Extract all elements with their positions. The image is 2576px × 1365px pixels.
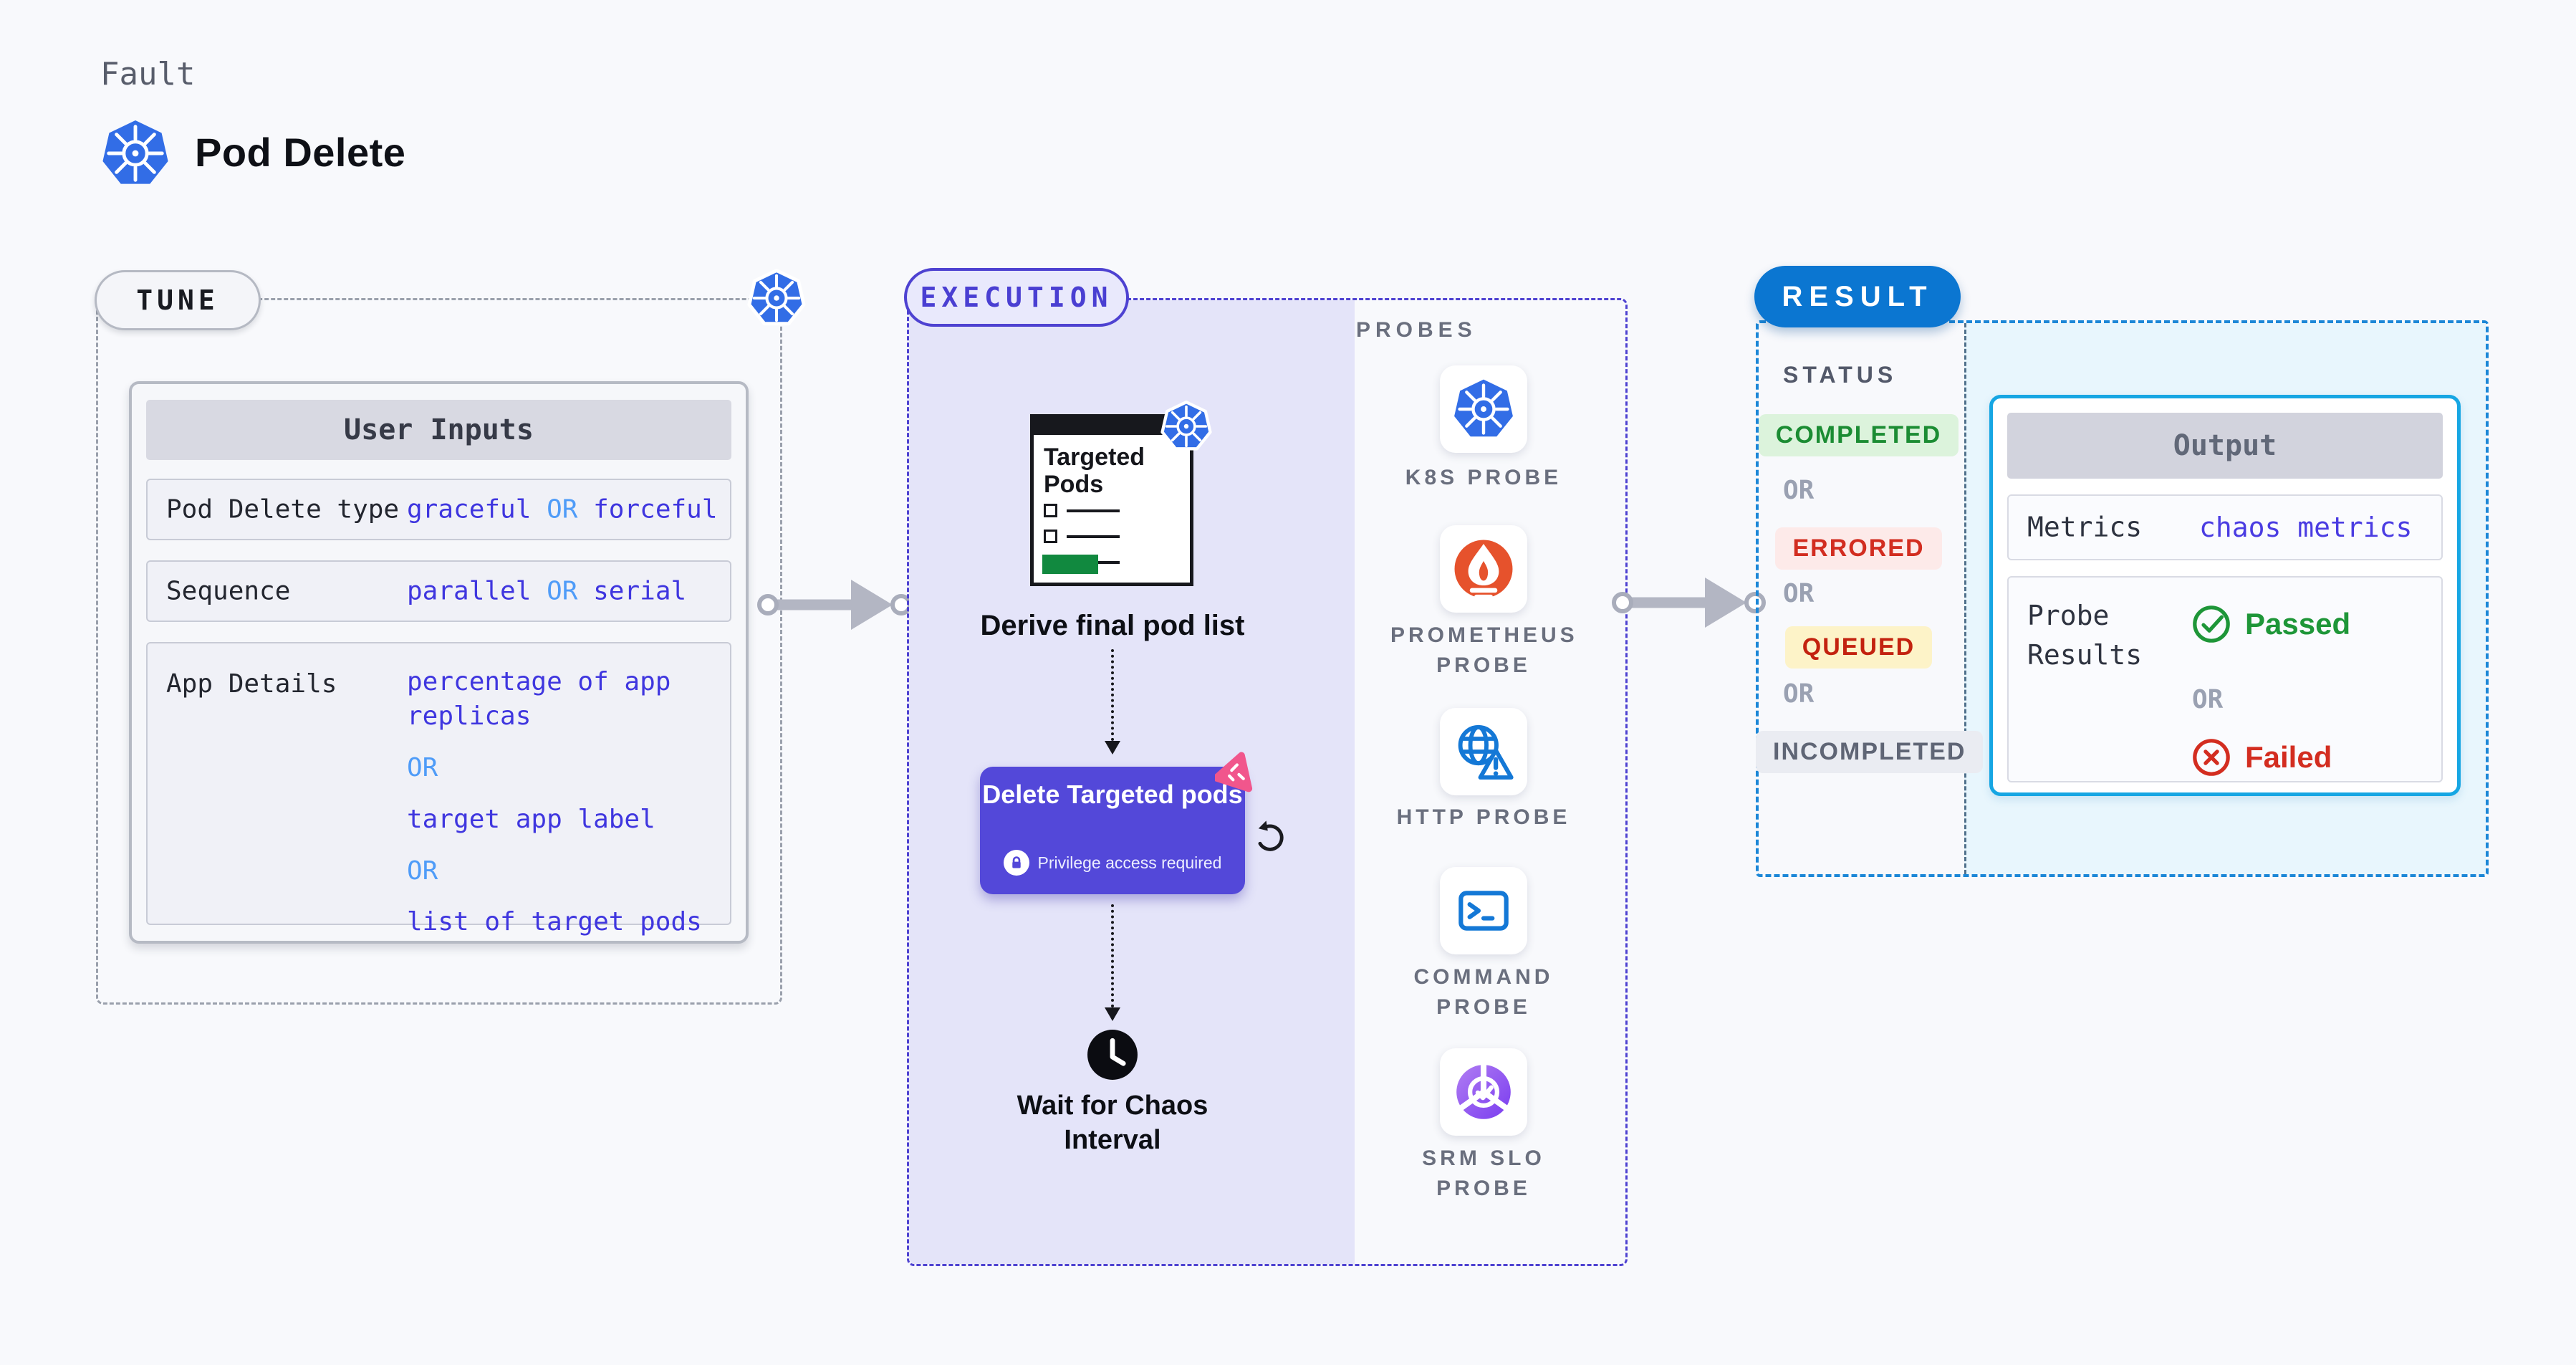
output-probe-results-row: Probe Results Passed OR Failed	[2007, 576, 2443, 782]
terminal-icon	[1458, 891, 1509, 931]
tune-to-execution-arrow	[757, 580, 912, 630]
or-separator: OR	[1783, 679, 1815, 709]
tune-section-box	[96, 298, 782, 1005]
row-label: App Details	[166, 669, 337, 699]
value-option: serial	[593, 576, 687, 606]
targeted-pods-title: Targeted Pods	[1044, 444, 1145, 499]
green-progress-bar	[1042, 555, 1098, 574]
status-badge-completed: COMPLETED	[1758, 414, 1959, 456]
or-separator: OR	[1783, 476, 1815, 505]
probes-column-title: PROBES	[1356, 318, 1477, 342]
metrics-label: Metrics	[2027, 511, 2143, 543]
chaos-icon	[1215, 752, 1253, 792]
probe-card-command	[1440, 867, 1527, 954]
result-section-badge: RESULT	[1754, 266, 1961, 327]
row-label: Sequence	[166, 576, 291, 606]
value-option: parallel	[407, 576, 532, 606]
flow-connector	[1111, 904, 1114, 1007]
execution-section-badge: EXECUTION	[904, 268, 1129, 327]
clock-icon	[1087, 1030, 1138, 1080]
probe-label: HTTP PROBE	[1396, 805, 1571, 829]
wait-for-chaos-interval-label: Wait for Chaos Interval	[1017, 1091, 1208, 1155]
flow-connector	[1111, 649, 1114, 741]
output-header: Output	[2007, 413, 2443, 479]
or-separator: OR	[407, 856, 438, 886]
probe-label: PROMETHEUS PROBE	[1390, 623, 1578, 677]
status-badge-row: INCOMPLETED	[1756, 731, 1984, 773]
row-value: parallel OR serial	[407, 577, 723, 606]
x-circle-icon	[2193, 739, 2230, 776]
probe-label: COMMAND PROBE	[1413, 965, 1554, 1019]
status-column-title: STATUS	[1783, 362, 1898, 388]
table-row: Pod Delete type graceful OR forceful	[146, 479, 731, 540]
or-separator: OR	[547, 494, 578, 525]
probe-label: K8S PROBE	[1405, 466, 1562, 489]
privilege-note-text: Privilege access required	[1037, 853, 1222, 872]
probe-card-prometheus	[1440, 525, 1527, 613]
probe-card-srm-slo	[1440, 1048, 1527, 1136]
or-separator: OR	[547, 576, 578, 606]
lock-icon	[1003, 850, 1029, 876]
probe-results-label: Probe Results	[2027, 600, 2143, 671]
probe-card-http	[1440, 708, 1527, 795]
globe-warning-icon	[1458, 724, 1514, 780]
result-badge-label: RESULT	[1782, 280, 1933, 312]
status-badge-row: COMPLETED	[1756, 414, 1961, 456]
execution-badge-label: EXECUTION	[920, 282, 1113, 313]
status-badge-incompleted: INCOMPLETED	[1756, 731, 1984, 773]
privilege-note: Privilege access required	[980, 850, 1245, 876]
table-row: Sequence parallel OR serial	[146, 560, 731, 622]
arrow-down-head	[1105, 741, 1120, 755]
user-inputs-header: User Inputs	[146, 400, 731, 460]
or-separator: OR	[407, 752, 438, 782]
value-option: graceful	[407, 494, 532, 525]
row-label: Pod Delete type	[166, 494, 400, 525]
fault-eyebrow: Fault	[100, 56, 196, 92]
or-separator: OR	[2192, 685, 2224, 714]
targeted-pods-list-icon: Targeted Pods	[1030, 414, 1193, 586]
check-circle-icon	[2193, 605, 2230, 643]
delete-targeted-pods-step: Delete Targeted pods Privilege access re…	[980, 767, 1245, 894]
status-output-divider	[1964, 323, 1966, 874]
table-row: App Details percentage of app replicas O…	[146, 642, 731, 937]
slo-pie-check-icon	[1456, 1061, 1512, 1119]
failed-label: Failed	[2245, 740, 2332, 774]
kubernetes-icon	[1452, 378, 1515, 441]
loop-refresh-icon	[1258, 820, 1284, 851]
status-badge-errored: ERRORED	[1775, 527, 1942, 570]
metrics-value: chaos metrics	[2199, 512, 2413, 543]
user-inputs-table: User Inputs Pod Delete type graceful OR …	[129, 381, 749, 944]
failed-result: Failed	[2191, 737, 2332, 778]
row-value: graceful OR forceful	[407, 495, 723, 525]
value-option: target app label	[407, 804, 655, 834]
delete-step-title: Delete Targeted pods	[982, 780, 1243, 809]
arrow-down-head	[1105, 1007, 1120, 1021]
kubernetes-icon	[1160, 400, 1212, 453]
prometheus-icon	[1454, 540, 1513, 599]
value-option: forceful	[593, 494, 718, 525]
status-badge-row: QUEUED	[1756, 626, 1961, 669]
value-option: percentage of app replicas	[407, 667, 671, 731]
status-badge-row: ERRORED	[1756, 527, 1961, 570]
derive-final-pod-list-label: Derive final pod list	[980, 610, 1245, 641]
output-table: Output Metrics chaos metrics Probe Resul…	[1989, 395, 2461, 796]
tune-section-badge: TUNE	[95, 270, 261, 330]
tune-badge-label: TUNE	[136, 284, 219, 316]
probe-card-k8s	[1440, 365, 1527, 453]
passed-label: Passed	[2245, 607, 2351, 641]
probe-label: SRM SLO PROBE	[1422, 1146, 1545, 1200]
row-value: percentage of app replicas OR target app…	[407, 665, 723, 957]
passed-result: Passed	[2191, 603, 2350, 645]
output-metrics-row: Metrics chaos metrics	[2007, 494, 2443, 560]
or-separator: OR	[1783, 579, 1815, 608]
page-title: Pod Delete	[195, 130, 406, 175]
kubernetes-icon	[747, 268, 806, 328]
value-option: list of target pods	[407, 907, 702, 937]
execution-to-result-arrow	[1612, 578, 1766, 628]
kubernetes-icon	[100, 118, 170, 189]
status-badge-queued: QUEUED	[1784, 626, 1933, 669]
